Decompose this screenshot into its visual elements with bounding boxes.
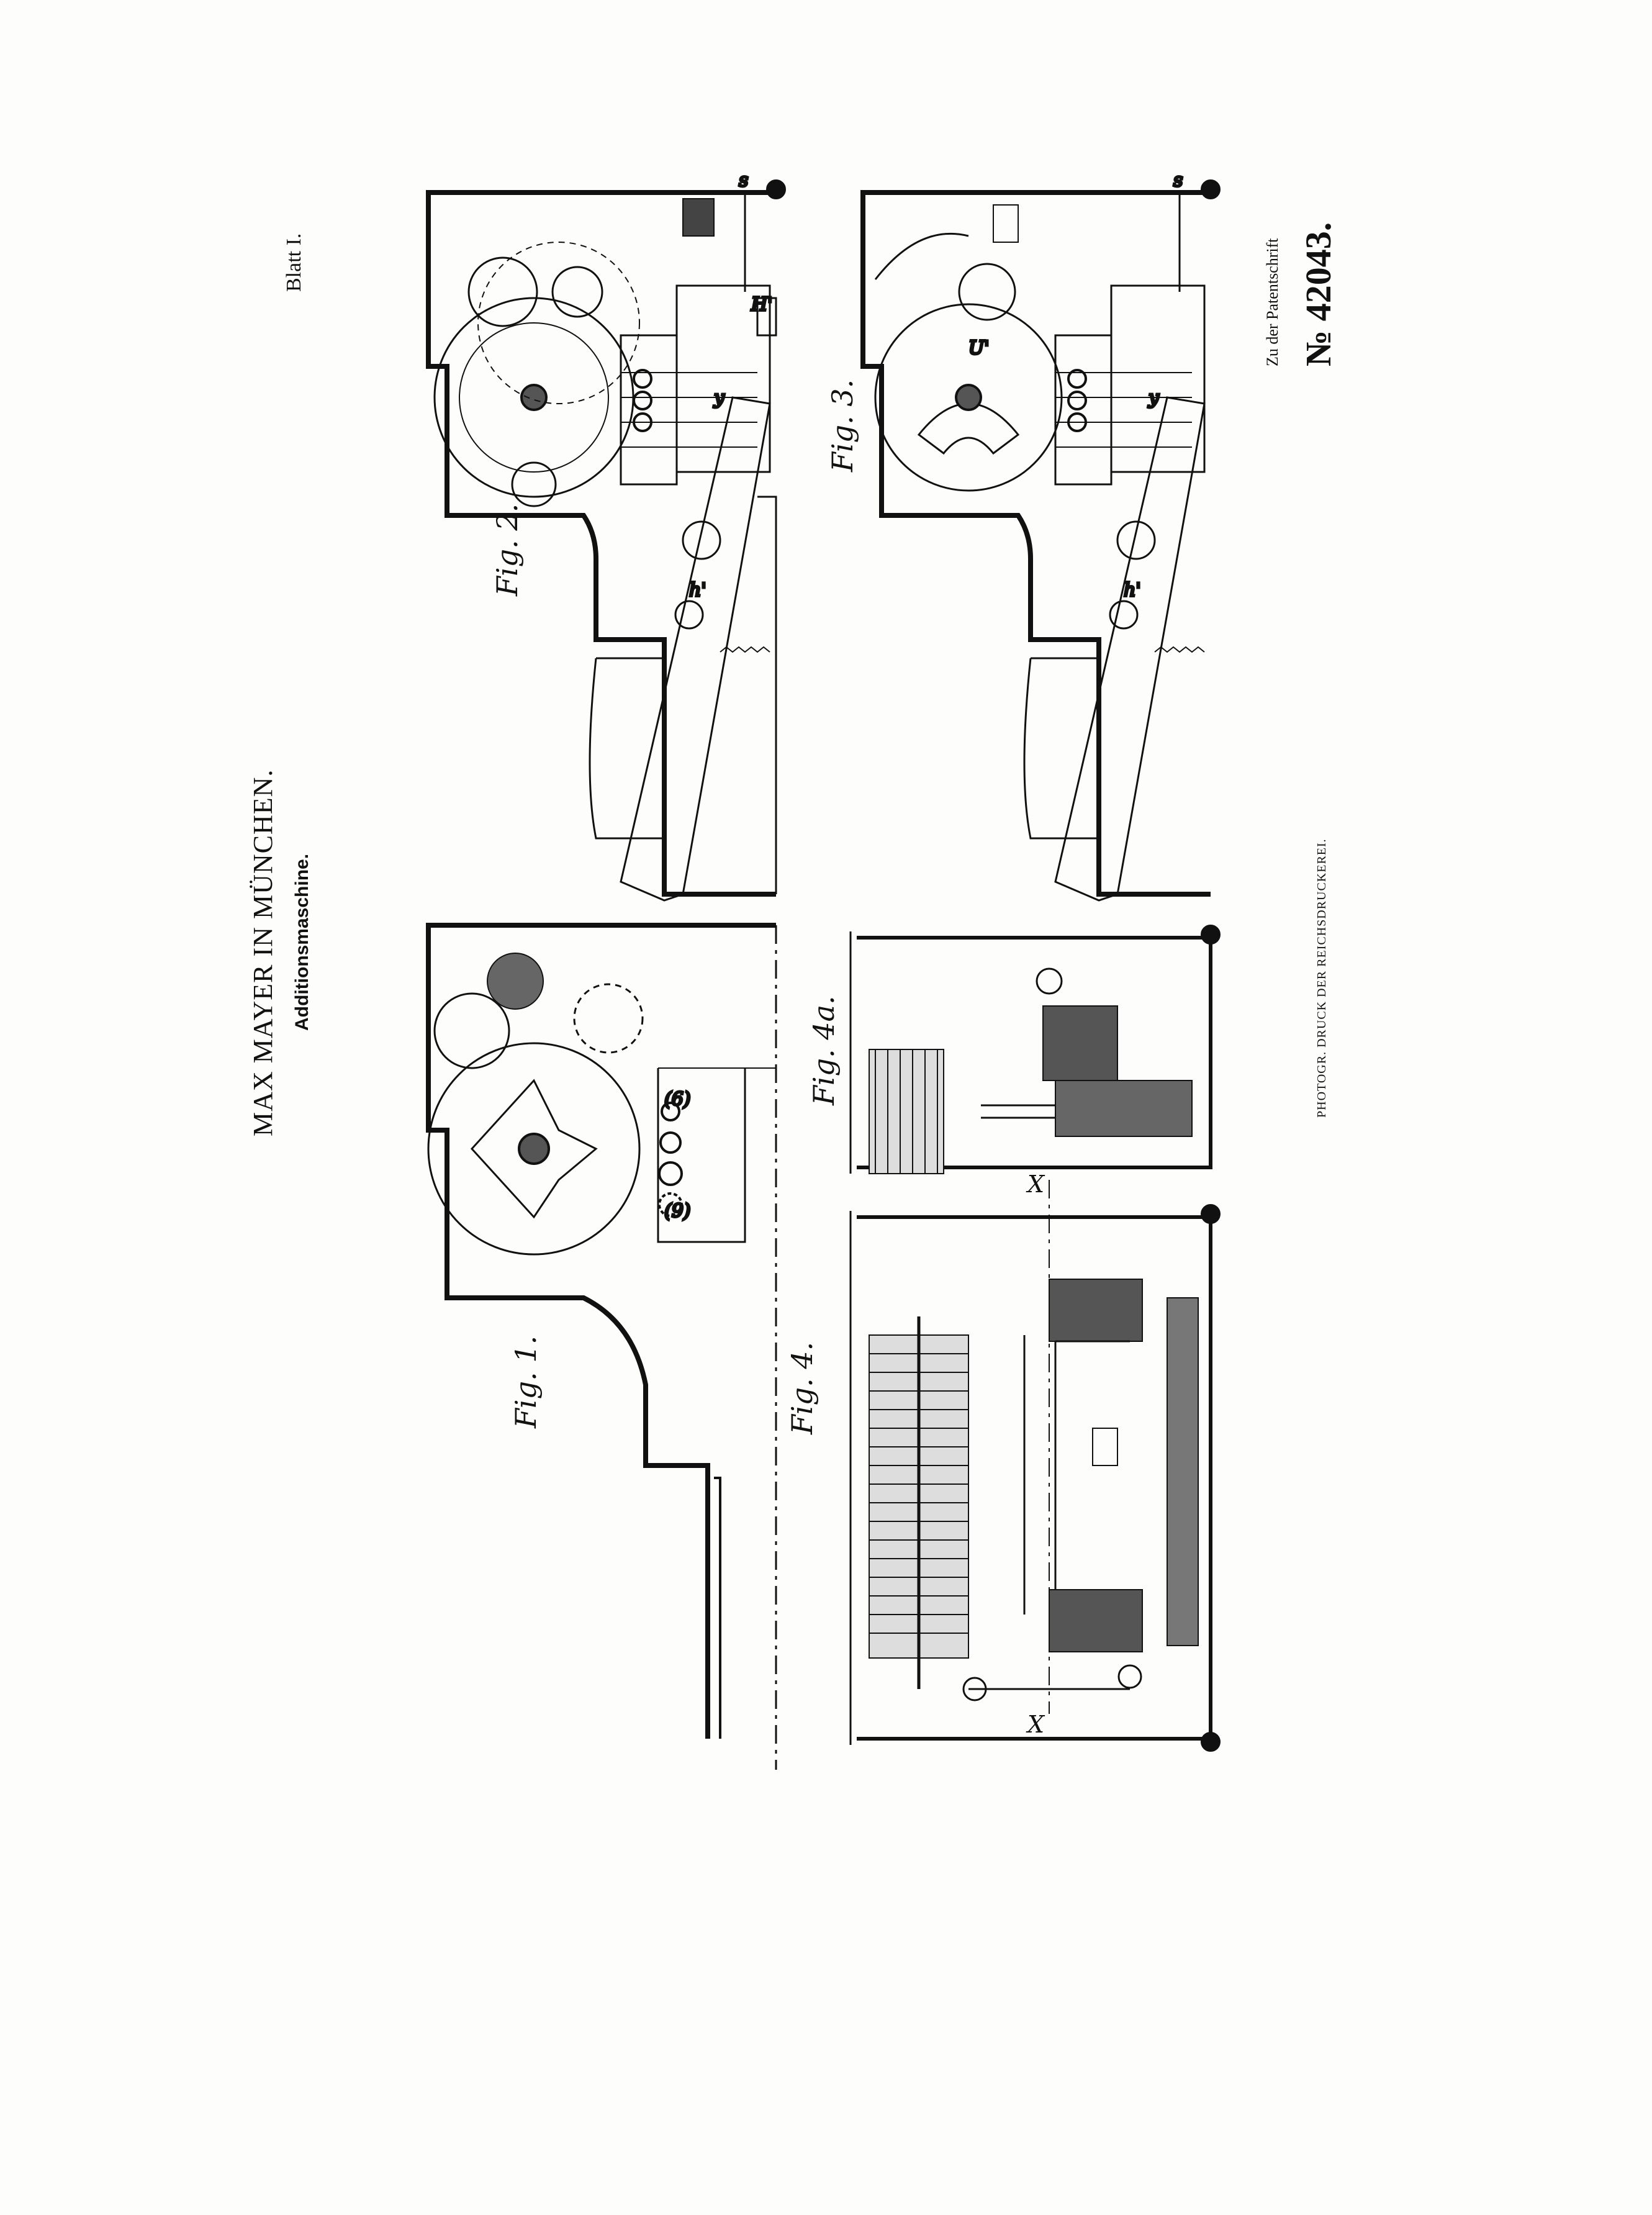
- svg-text:y: y: [1147, 387, 1160, 409]
- svg-text:s: s: [1173, 170, 1183, 191]
- fig-4a-drawing: [849, 925, 1221, 1174]
- section-mark-bottom: X: [1027, 1711, 1045, 1738]
- svg-text:y: y: [713, 387, 725, 409]
- svg-text:(6): (6): [664, 1089, 691, 1110]
- fig-3-drawing: s U' y h': [860, 168, 1221, 902]
- svg-text:h': h': [1124, 579, 1141, 601]
- svg-text:h': h': [689, 579, 706, 601]
- section-mark-top: X: [1027, 1171, 1045, 1198]
- fig-2-drawing: s H' y h': [426, 168, 786, 902]
- svg-text:U': U': [968, 337, 990, 359]
- svg-text:s: s: [739, 170, 748, 191]
- svg-text:H': H': [751, 294, 772, 315]
- fig-1-drawing: (9) (6): [426, 923, 777, 1770]
- svg-text:(9): (9): [664, 1200, 691, 1222]
- fig-4-drawing: [849, 1180, 1221, 1752]
